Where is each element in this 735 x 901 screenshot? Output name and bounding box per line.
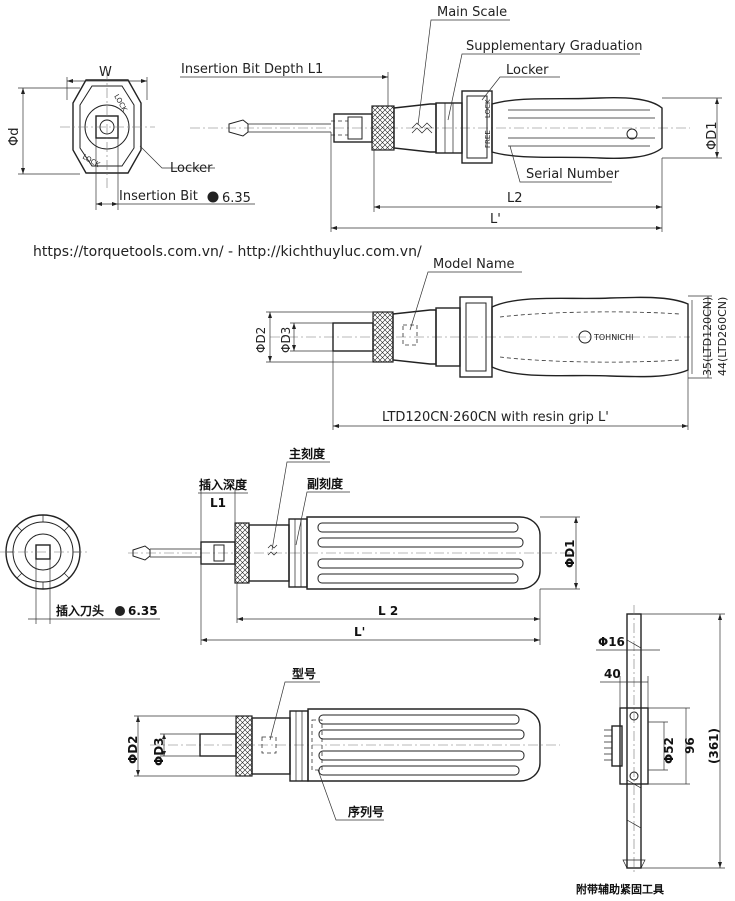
l2-label: L2 — [507, 191, 523, 206]
urls-text: https://torquetools.com.vn/ - http://kic… — [33, 244, 422, 260]
cn-insertion-bit-label: 插入刀头 — [56, 603, 104, 618]
locker-top-label: Locker — [506, 63, 549, 78]
dim361-label: (361) — [707, 728, 721, 764]
accessory-tool: Φ16 40 Φ52 96 (361) 附带辅助紧固工具 — [576, 605, 725, 896]
dim96-label: 96 — [683, 737, 697, 754]
accessory-caption: 附带辅助紧固工具 — [576, 882, 664, 896]
brand-label: TOHNICHI — [593, 333, 634, 342]
lock-mark-top: LOCK — [112, 93, 128, 113]
side-view-cn-bottom: 型号 序列号 ΦD2 ΦD3 — [126, 666, 560, 821]
lock-mark-side: LOCK — [484, 99, 492, 118]
phi-d3-label: ΦD3 — [279, 327, 293, 353]
side-view-cn: 主刻度 副刻度 插入深度 L1 ΦD1 L 2 L' — [128, 446, 580, 645]
hex-size-label: 6.35 — [222, 191, 251, 206]
cn-phi-d3-label: ΦD3 — [152, 737, 166, 766]
cn-hex-size-label: 6.35 — [128, 604, 158, 618]
dim-35-label: 35(LTD120CN) — [701, 297, 714, 376]
hex-icon — [207, 191, 219, 203]
cn-serial-label: 序列号 — [348, 804, 384, 819]
cn-l-prime-label: L' — [354, 625, 365, 639]
main-scale-label: Main Scale — [437, 5, 507, 20]
cn-l2-label: L 2 — [378, 604, 398, 618]
supplementary-graduation-label: Supplementary Graduation — [466, 39, 642, 54]
dim40-label: 40 — [604, 667, 621, 681]
locker-left-label: Locker — [170, 161, 213, 176]
cn-hex-icon — [115, 606, 125, 616]
phi52-label: Φ52 — [662, 737, 676, 764]
l-prime-label: L' — [490, 212, 501, 227]
phi-d1-label: ΦD1 — [705, 121, 720, 150]
dim-44-label: 44(LTD260CN) — [716, 297, 729, 376]
resin-grip-view: TOHNICHI Model Name ΦD2 ΦD3 35(LTD120CN)… — [254, 257, 729, 430]
w-label: W — [99, 65, 112, 80]
resin-grip-label: LTD120CN·260CN with resin grip L' — [382, 410, 609, 425]
cn-supplementary-label: 副刻度 — [307, 476, 344, 491]
insertion-bit-depth-label: Insertion Bit Depth L1 — [181, 62, 323, 77]
cn-phi-d2-label: ΦD2 — [126, 735, 140, 764]
phi16-label: Φ16 — [598, 635, 625, 649]
side-view-top: LOCK FREE ΦD1 Insertion Bit Depth L1 Mai… — [180, 5, 722, 232]
serial-number-label: Serial Number — [526, 167, 620, 182]
cn-phi-d1-label: ΦD1 — [563, 539, 577, 568]
lock-mark-bottom: LOCK — [81, 153, 101, 169]
cn-model-label: 型号 — [292, 666, 316, 681]
insertion-bit-label: Insertion Bit — [119, 189, 198, 204]
phi-d-label: Φd — [7, 128, 22, 146]
free-mark-side: FREE — [484, 130, 492, 148]
end-view-top: LOCK LOCK W Φd Locker Insertion Bit 6.35 — [7, 65, 255, 210]
end-view-cn: 插入刀头 6.35 — [0, 514, 160, 624]
cn-main-scale-label: 主刻度 — [289, 446, 326, 461]
phi-d2-label: ΦD2 — [254, 327, 268, 353]
model-name-label: Model Name — [433, 257, 515, 272]
cn-l1-label: L1 — [210, 496, 226, 510]
cn-insertion-depth-label: 插入深度 — [199, 477, 248, 492]
